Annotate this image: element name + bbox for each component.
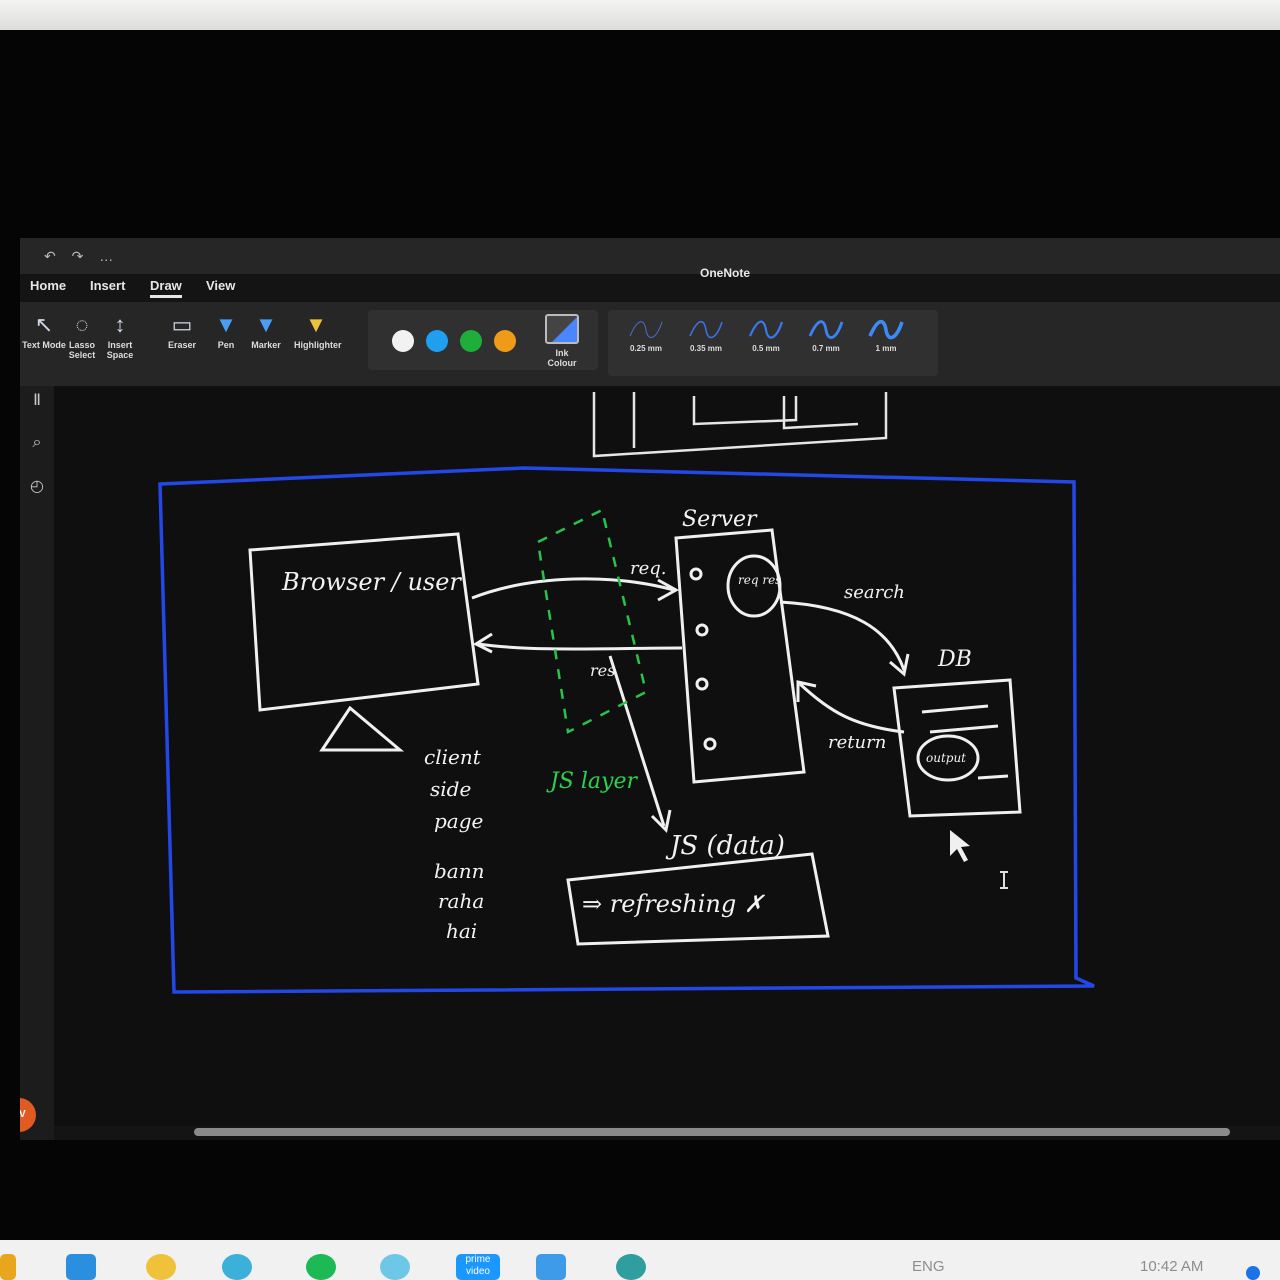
output-label: output (926, 751, 966, 765)
pen-icon: ▼ (215, 312, 237, 337)
thickness-1[interactable]: 1 mm (858, 314, 914, 353)
stroke-sample-icon (629, 321, 663, 338)
color-swatch-white[interactable] (392, 330, 414, 352)
return-label: return (828, 732, 886, 753)
thickness-0-25[interactable]: 0.25 mm (618, 314, 674, 353)
side-note-line-1: client (424, 745, 482, 769)
browser-monitor-sketch (248, 532, 480, 752)
clock[interactable]: 10:42 AM (1140, 1258, 1204, 1275)
lasso-icon: ◌ (75, 312, 89, 337)
search-label: search (844, 582, 905, 603)
js-data-label: JS (data) (665, 831, 785, 861)
highlighter-button[interactable]: ▼ Highlighter (294, 312, 342, 350)
note-canvas[interactable]: Browser / user req. res JS layer Server (54, 386, 1280, 1126)
color-swatch-blue[interactable] (426, 330, 448, 352)
color-swatch-orange[interactable] (494, 330, 516, 352)
chrome-icon[interactable] (146, 1254, 176, 1280)
language-indicator[interactable]: ENG (912, 1258, 945, 1275)
thickness-0-5[interactable]: 0.5 mm (738, 314, 794, 353)
marker-icon: ▼ (255, 312, 277, 337)
notebooks-icon[interactable]: Ⅱ (33, 392, 41, 409)
req-label: req. (630, 558, 667, 579)
eraser-icon: ▭ (171, 312, 193, 337)
app-title: OneNote (700, 266, 751, 280)
recent-clock-icon[interactable]: ◴ (30, 478, 44, 495)
tab-home[interactable]: Home (30, 278, 67, 293)
db-sketch (892, 678, 1022, 818)
tab-insert[interactable]: Insert (90, 278, 126, 293)
res-label: res (590, 661, 615, 680)
text-caret-icon (1000, 871, 1008, 889)
text-cursor-icon: ↖ (34, 312, 54, 337)
browser-label: Browser / user (281, 568, 462, 596)
req-res-label: req res (738, 573, 781, 587)
text-mode-button[interactable]: ↖ Text Mode (22, 312, 66, 350)
user-avatar[interactable]: SV (20, 1098, 36, 1132)
app-icon[interactable] (616, 1254, 646, 1280)
pen-button[interactable]: ▼ Pen (204, 310, 248, 350)
edge-icon[interactable] (222, 1254, 252, 1280)
insert-space-icon: ↕ (114, 312, 126, 337)
db-label: DB (937, 647, 972, 672)
lasso-select-button[interactable]: ◌ Lasso Select (60, 310, 104, 360)
app-icon[interactable] (536, 1254, 566, 1280)
left-navigation-rail: Ⅱ ⌕ ◴ (20, 386, 54, 1140)
stroke-sample-icon (808, 320, 844, 339)
side-note-line-4: bann (434, 859, 485, 883)
marker-button[interactable]: ▼ Marker (244, 310, 288, 350)
side-note-line-2: side (430, 777, 471, 801)
prime-video-icon[interactable]: prime video (456, 1254, 500, 1280)
server-sketch (674, 528, 806, 784)
thickness-0-35[interactable]: 0.35 mm (678, 314, 734, 353)
file-explorer-icon[interactable] (0, 1254, 16, 1280)
side-note-line-3: page (434, 809, 483, 833)
tab-draw[interactable]: Draw (150, 278, 182, 298)
eraser-button[interactable]: ▭ Eraser (160, 310, 204, 350)
ink-colour-button[interactable]: Ink Colour (540, 314, 584, 368)
ink-drawing: Browser / user req. res JS layer Server (158, 392, 1095, 994)
top-table-sketch (592, 392, 888, 458)
horizontal-scrollbar[interactable] (194, 1128, 1230, 1136)
stroke-sample-icon (689, 320, 723, 339)
app-icon[interactable] (380, 1254, 410, 1280)
title-bar: ↶ ↷ … OneNote (20, 238, 1280, 280)
db-arrows (779, 600, 910, 734)
tab-view[interactable]: View (206, 278, 236, 293)
thickness-gallery: 0.25 mm 0.35 mm 0.5 mm 0.7 mm 1 mm (608, 310, 938, 376)
ink-colour-icon (545, 314, 579, 344)
highlighter-icon: ▼ (305, 312, 327, 337)
windows-taskbar: prime video ENG 10:42 AM (0, 1240, 1280, 1280)
js-layer-label: JS layer (546, 769, 638, 794)
quick-access-toolbar[interactable]: ↶ ↷ … (44, 248, 120, 264)
js-layer-box (536, 508, 648, 734)
insert-space-button[interactable]: ↕ Insert Space (98, 310, 142, 360)
server-label: Server (682, 507, 758, 532)
spotify-icon[interactable] (306, 1254, 336, 1280)
refreshing-box (566, 852, 830, 946)
thickness-0-7[interactable]: 0.7 mm (798, 314, 854, 353)
stroke-sample-icon (868, 319, 904, 340)
stroke-sample-icon (748, 320, 784, 339)
blue-boundary-box (158, 466, 1095, 994)
vscode-icon[interactable] (66, 1254, 96, 1280)
side-note-line-5: raha (438, 889, 484, 913)
refreshing-label: ⇒ refreshing ✗ (582, 890, 766, 918)
notification-dot-icon[interactable] (1246, 1266, 1260, 1280)
color-swatch-green[interactable] (460, 330, 482, 352)
onenote-window: ↶ ↷ … OneNote Home Insert Draw View ↖ Te… (20, 238, 1280, 1140)
mouse-pointer-icon (950, 830, 970, 862)
request-arrows (471, 577, 683, 834)
search-icon[interactable]: ⌕ (32, 434, 42, 451)
side-note-line-6: hai (446, 919, 477, 943)
